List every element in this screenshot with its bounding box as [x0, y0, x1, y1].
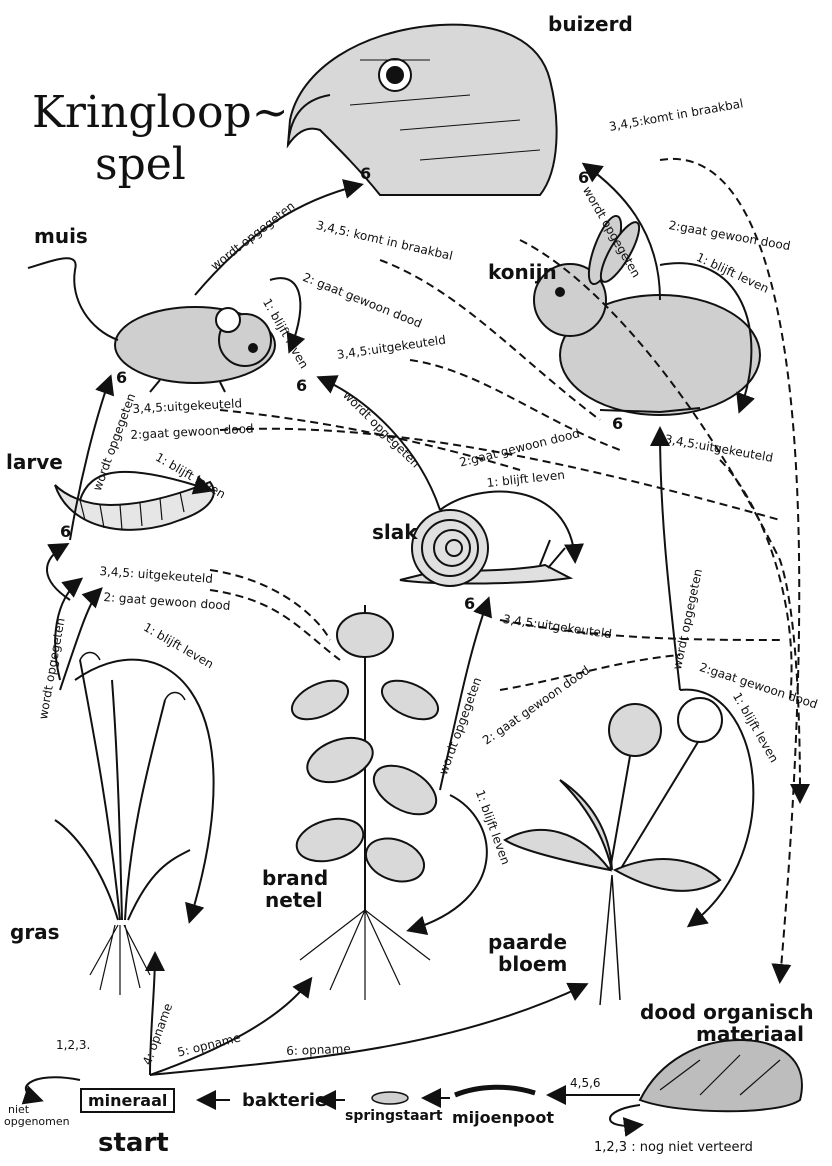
six-muis: 6 [116, 368, 127, 387]
six-buizerd-left: 6 [360, 164, 371, 183]
edge-nr-123: 1,2,3. [56, 1038, 90, 1052]
brandnetel-illustration [286, 605, 444, 1000]
edge-nog-niet-verteerd: 1,2,3 : nog niet verteerd [594, 1140, 753, 1155]
label-buizerd: buizerd [548, 12, 633, 36]
label-brandnetel-2: netel [265, 888, 323, 912]
muis-illustration [28, 258, 275, 392]
label-materiaal: materiaal [696, 1022, 804, 1046]
six-larve: 6 [60, 522, 71, 541]
title-line-1: Kringloop~ [32, 88, 289, 138]
label-springstaart: springstaart [345, 1108, 443, 1124]
label-konijn: konijn [488, 260, 557, 284]
six-slak: 6 [464, 594, 475, 613]
label-muis: muis [34, 224, 88, 248]
buizerd-illustration [288, 25, 557, 195]
label-slak: slak [372, 520, 418, 544]
konijn-illustration [534, 212, 760, 415]
springstaart-illustration [372, 1092, 408, 1104]
dood-materiaal-illustration [640, 1040, 802, 1111]
mijoenpoot-illustration [455, 1087, 535, 1095]
edge-opgenomen: opgenomen [4, 1116, 70, 1128]
label-paardebloem-1: paarde [488, 930, 567, 954]
label-paardebloem-2: bloem [498, 952, 567, 976]
label-dood-organisch: dood organisch [640, 1000, 814, 1024]
label-gras: gras [10, 920, 60, 944]
slak-illustration [400, 510, 570, 586]
label-mijoenpoot: mijoenpoot [452, 1108, 554, 1127]
gras-illustration [55, 653, 190, 996]
six-muis-slak: 6 [296, 376, 307, 395]
edge-nr-456: 4,5,6 [570, 1076, 601, 1090]
title-line-2: spel [95, 140, 186, 190]
label-bakterie: bakterie [242, 1090, 327, 1111]
label-mineraal: mineraal [80, 1088, 175, 1113]
label-larve: larve [6, 450, 63, 474]
six-konijn: 6 [612, 414, 623, 433]
label-brandnetel-1: brand [262, 866, 328, 890]
six-buizerd-right: 6 [578, 168, 589, 187]
label-start: start [98, 1128, 169, 1158]
edge-opname-6: 6: opname [286, 1042, 351, 1058]
